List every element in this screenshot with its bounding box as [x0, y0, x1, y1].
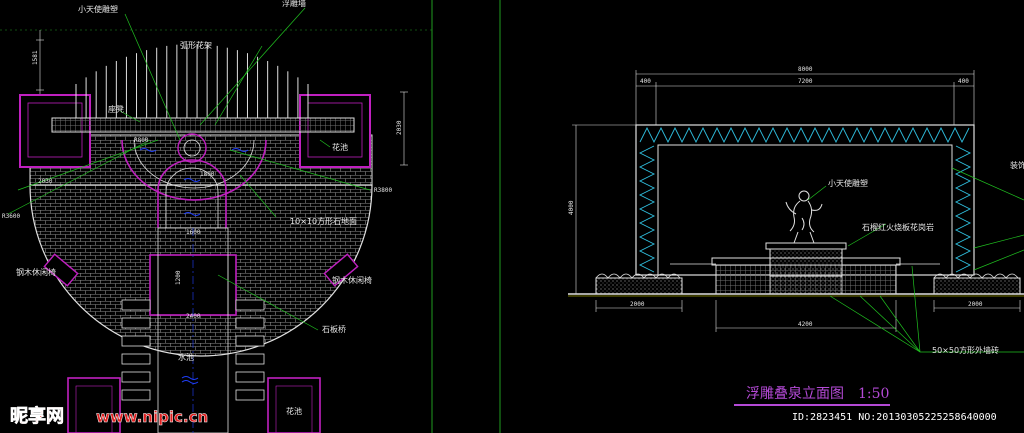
bench-right: [323, 253, 359, 287]
elevation-view: 8000 400 7200 400 4000: [568, 66, 1024, 406]
label-pergola: 弧形花架: [180, 40, 212, 50]
elev-top-dimension: [635, 70, 975, 125]
label-stone-bridge: 石板桥: [322, 324, 346, 334]
bench-left: [43, 253, 79, 287]
elev-leaders: [807, 167, 1024, 353]
stepping-stone: [235, 335, 265, 347]
planter-bottom-left: [67, 377, 121, 433]
water-waves: [139, 148, 249, 384]
dim-base-right: 2000: [968, 301, 983, 308]
label-paving: 10×10方形石地面: [290, 216, 357, 226]
dim-1800: 1800: [200, 171, 215, 178]
dim-1581: 1581: [32, 50, 39, 65]
planter-bottom-right: [267, 377, 321, 433]
plan-leaders: [7, 7, 371, 331]
dim-1200: 1200: [175, 270, 182, 285]
elev-label-decor: 装饰: [1010, 160, 1024, 170]
relief-wall-bar: [51, 117, 355, 133]
statue-base-outer: [177, 133, 207, 163]
watermark: 昵享网 www.nipic.cn ID:2823451 NO:201303052…: [10, 405, 997, 428]
elev-label-statue: 小天使雕塑: [828, 178, 868, 188]
dim-7200: 7200: [798, 78, 813, 85]
drawing-scale: 1:50: [858, 386, 889, 402]
drawing-title: 浮雕叠泉立面图: [746, 385, 844, 402]
label-bench-right: 钢木休闲椅: [332, 275, 372, 285]
label-planter-right: 花池: [332, 142, 348, 152]
fountain-mid-tier: [769, 247, 843, 277]
elev-bottom-dimensions: [595, 300, 1021, 332]
watermark-meta: ID:2823451 NO:20130305225258640000: [792, 412, 997, 423]
watermark-url: www.nipic.cn: [96, 408, 208, 426]
fountain-inner-arc: [133, 139, 255, 189]
fountain-upper-arc: [121, 139, 267, 201]
label-seat: 座凳: [108, 104, 124, 114]
elev-label-tile: 50×50方形外墙砖: [932, 345, 999, 355]
dim-1600: 1600: [186, 229, 201, 236]
plan-view: 1581 1000 2030: [0, 0, 501, 433]
dim-r3800: R3800: [374, 187, 392, 194]
angel-statue: [785, 190, 823, 244]
stepping-stone: [235, 299, 265, 311]
dim-2030: 2030: [396, 120, 403, 135]
stepping-stone: [121, 353, 151, 365]
elev-planter-right: [933, 277, 1021, 295]
fountain-mid-cap: [765, 242, 847, 250]
elev-planter-left: [595, 277, 683, 295]
dim-r3600: R3600: [2, 213, 20, 220]
stepping-stone: [121, 389, 151, 401]
stepping-stone: [121, 299, 151, 311]
plan-right-dimension: [400, 91, 408, 166]
label-relief-wall: 浮雕墙: [282, 0, 306, 8]
stepping-stone: [235, 317, 265, 329]
dim-400-left: 400: [640, 78, 651, 85]
dim-2400: 2400: [186, 313, 201, 320]
stepping-stone: [121, 371, 151, 383]
label-pool: 水池: [178, 352, 194, 362]
label-statue: 小天使雕塑: [78, 4, 118, 14]
elev-shrubs-right: [933, 273, 1019, 279]
dim-r800: R800: [134, 137, 149, 144]
statue-base-inner: [183, 139, 201, 157]
wall-zigzag-pattern: [638, 126, 972, 273]
stepping-stones: [121, 299, 265, 401]
dim-base-left: 2000: [630, 301, 645, 308]
elev-label-stone: 石榴红火烧板花岗岩: [862, 222, 934, 232]
dim-4000: 4000: [568, 200, 575, 215]
dim-8000: 8000: [798, 66, 813, 73]
watermark-brand: 昵享网: [10, 405, 64, 427]
stepping-stone: [235, 389, 265, 401]
label-planter-bottom: 花池: [286, 406, 302, 416]
stepping-stone: [235, 353, 265, 365]
label-bench-left: 钢木休闲椅: [16, 267, 56, 277]
stepping-stone: [121, 335, 151, 347]
elev-shrubs-left: [595, 273, 681, 279]
fountain-lower-arc: [157, 159, 227, 228]
fountain-lower-inner: [165, 167, 219, 228]
pergola-bars: [75, 44, 309, 118]
elev-height-dimension: [572, 124, 636, 295]
stepping-stone: [121, 317, 151, 329]
stepping-stone: [235, 371, 265, 383]
dim-base-mid: 4200: [798, 321, 813, 328]
dim-2030b: 2030: [38, 178, 53, 185]
dim-400-right: 400: [958, 78, 969, 85]
